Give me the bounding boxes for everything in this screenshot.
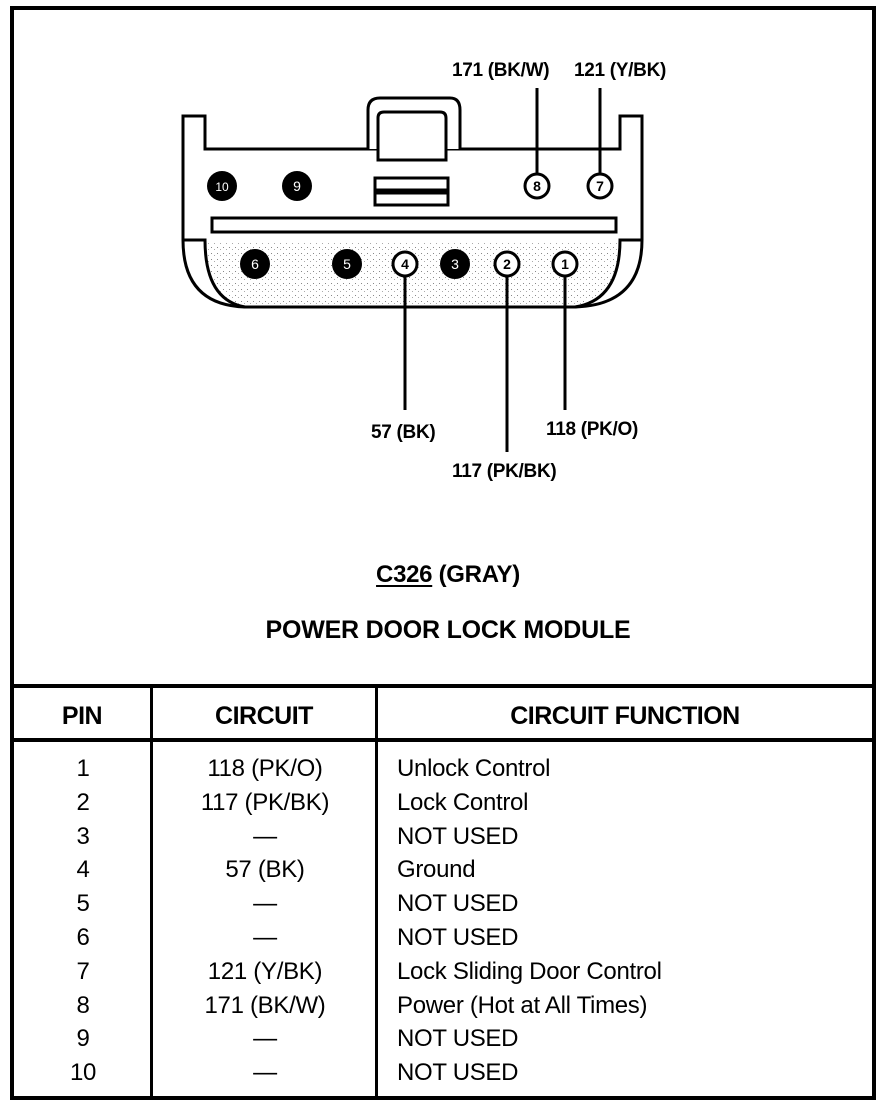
pin-cavity-used: [493, 250, 521, 278]
pin-5: 5: [332, 249, 362, 279]
function-cell: Lock Control: [397, 788, 529, 816]
callout-pin7: 121 (Y/BK): [574, 60, 667, 81]
function-cell: Ground: [397, 856, 476, 884]
pin-cell: 7: [76, 957, 90, 985]
circuit-cell: 118 (PK/O): [207, 755, 323, 782]
pin-cavity-unused: [440, 249, 470, 279]
pin-cell: 1: [76, 755, 90, 782]
pin-cavity-unused: [207, 171, 237, 201]
table-header-divider: [10, 738, 876, 742]
pin-1: 1: [551, 250, 579, 278]
pin-number-label: 5: [343, 256, 351, 272]
pin-7: 7: [586, 172, 614, 200]
pin-cavities: 1 2 3 4 5 6 7 8 9 10: [207, 171, 614, 279]
circuit-cell: —: [253, 923, 277, 951]
connector-title: C326 (GRAY): [0, 561, 896, 589]
pin-cavity-unused: [282, 171, 312, 201]
pin-10: 10: [207, 171, 237, 201]
column-divider-1: [150, 686, 153, 1096]
callout-pin4: 57 (BK): [371, 422, 436, 443]
pin-number-label: 2: [503, 256, 511, 272]
circuit-cell: 117 (PK/BK): [200, 788, 330, 816]
header-pin: PIN: [61, 702, 103, 730]
pin-cell: 9: [76, 1025, 90, 1053]
pin-cell: 4: [76, 856, 90, 884]
circuit-cell: 121 (Y/BK): [207, 957, 323, 985]
connector-color: (GRAY): [438, 561, 521, 588]
circuit-cell: —: [253, 890, 277, 918]
pin-number-label: 7: [596, 178, 604, 194]
function-cell: NOT USED: [397, 1025, 519, 1053]
pin-cell: 2: [76, 788, 90, 816]
function-cell: NOT USED: [397, 923, 519, 951]
pin-cavity-used: [586, 172, 614, 200]
function-cell: NOT USED: [397, 1059, 519, 1087]
pin-number-label: 6: [251, 256, 259, 272]
pin-cell: 5: [76, 890, 90, 918]
circuit-cell: —: [253, 1059, 277, 1087]
callout-pin2: 117 (PK/BK): [452, 461, 557, 482]
circuit-cell: —: [253, 822, 277, 850]
pin-6: 6: [240, 249, 270, 279]
pin-cell: 10: [69, 1059, 97, 1087]
header-circuit-function: CIRCUIT FUNCTION: [510, 702, 740, 730]
function-cell: NOT USED: [397, 890, 519, 918]
pin-cell: 6: [76, 923, 90, 951]
pin-3: 3: [440, 249, 470, 279]
pin-number-label: 3: [451, 256, 459, 272]
pin-4: 4: [391, 250, 419, 278]
connector-diagram: 1 2 3 4 5 6 7 8 9 10: [181, 88, 644, 452]
pin-8: 8: [523, 172, 551, 200]
pin-number-label: 8: [533, 178, 541, 194]
pin-9: 9: [282, 171, 312, 201]
pin-number-label: 4: [401, 256, 409, 272]
diagram-frame: [10, 6, 876, 1100]
pin-cavity-used: [523, 172, 551, 200]
pin-cavity-used: [391, 250, 419, 278]
pin-number-label: 10: [215, 180, 229, 194]
pin-2: 2: [493, 250, 521, 278]
module-name: POWER DOOR LOCK MODULE: [265, 616, 631, 644]
circuit-cell: 171 (BK/W): [204, 991, 326, 1019]
circuit-cell: 57 (BK): [225, 856, 305, 884]
pin-cell: 3: [76, 822, 90, 850]
pin-number-label: 1: [561, 256, 569, 272]
pin-cavity-unused: [240, 249, 270, 279]
function-cell: Unlock Control: [397, 755, 551, 782]
pin-cavity-used: [551, 250, 579, 278]
callout-pin8: 171 (BK/W): [452, 60, 550, 81]
pin-cavity-unused: [332, 249, 362, 279]
function-cell: NOT USED: [397, 822, 519, 850]
function-cell: Lock Sliding Door Control: [397, 957, 662, 985]
pin-column: 1 2 3 4 5 6 7 8 9 10: [14, 752, 152, 1090]
circuit-column: 118 (PK/O) 117 (PK/BK) — 57 (BK) — — 121 (Y/BK…: [155, 752, 375, 1090]
connector-id: C326: [376, 561, 433, 588]
function-cell: Power (Hot at All Times): [397, 991, 648, 1019]
header-circuit: CIRCUIT: [215, 702, 313, 730]
table-top-border: [10, 684, 876, 688]
circuit-cell: —: [253, 1025, 277, 1053]
leader-lines: [403, 88, 602, 452]
pin-cell: 8: [76, 991, 90, 1019]
column-divider-2: [375, 686, 378, 1096]
pin-number-label: 9: [293, 178, 301, 194]
callout-pin1: 118 (PK/O): [546, 419, 639, 440]
